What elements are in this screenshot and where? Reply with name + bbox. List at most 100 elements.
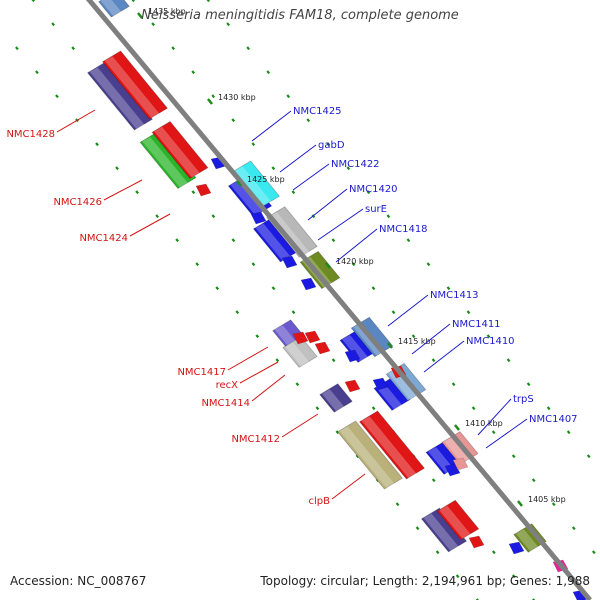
- tick-mark: [255, 334, 260, 339]
- tick-mark: [395, 502, 400, 507]
- gene-box: [266, 206, 318, 258]
- tick-mark: [175, 238, 180, 243]
- tick-mark: [131, 0, 135, 3]
- tick-mark: [211, 94, 216, 99]
- tick-mark: [266, 70, 271, 75]
- major-tick: [325, 262, 331, 269]
- gene-box: [139, 130, 197, 190]
- major-tick: [236, 180, 242, 187]
- tick-mark: [532, 598, 536, 600]
- gene-label-plus: NMC1411: [452, 319, 501, 330]
- leader-line: [317, 208, 364, 241]
- gene-box-highlight: [423, 513, 459, 551]
- gene-arrow: [314, 341, 331, 355]
- tick-mark: [55, 94, 59, 99]
- gene-box-highlight: [104, 56, 160, 118]
- tick-mark: [551, 502, 556, 507]
- gene-labels: NMC1428NMC1426NMC1424NMC1417recXNMC1414N…: [6, 106, 577, 507]
- leader-line: [103, 179, 143, 201]
- leader-line: [423, 340, 465, 373]
- gene-box-highlight: [361, 416, 417, 478]
- map-title: Neisseria meningitidis FAM18, complete g…: [141, 8, 459, 23]
- gene-features: [86, 0, 589, 600]
- tick-mark: [71, 46, 76, 51]
- major-tick: [387, 342, 393, 349]
- leader-line: [411, 323, 451, 355]
- gene-label-plus: trpS: [513, 394, 534, 405]
- tick-mark: [51, 22, 55, 27]
- gene-box: [513, 523, 547, 553]
- tick-mark: [331, 238, 336, 243]
- leader-line: [251, 110, 292, 142]
- tick-mark: [271, 286, 276, 291]
- tick-mark: [235, 310, 240, 315]
- tick-mark: [191, 190, 196, 195]
- leader-line: [292, 163, 330, 191]
- gene-label-minus: NMC1414: [201, 398, 250, 409]
- gene-box-highlight: [154, 126, 200, 178]
- tick-mark: [426, 262, 431, 267]
- tick-mark: [155, 214, 159, 219]
- scale-label: 1405 kbp: [528, 495, 566, 504]
- tick-mark: [151, 22, 155, 27]
- tick-mark: [406, 238, 411, 243]
- tick-mark: [391, 310, 396, 315]
- tick-mark: [566, 430, 571, 435]
- scale-label: 1430 kbp: [218, 93, 256, 102]
- tick-mark: [451, 382, 456, 387]
- gene-box: [299, 250, 341, 290]
- gene-label-minus: recX: [216, 380, 239, 391]
- tick-mark: [371, 406, 376, 411]
- tick-mark: [195, 262, 200, 267]
- gene-arrow: [444, 463, 461, 477]
- gene-arrow: [250, 211, 267, 225]
- leader-line: [251, 374, 286, 402]
- gene-box: [436, 499, 480, 541]
- gene-label-plus: NMC1413: [430, 290, 479, 301]
- gene-box-highlight: [268, 212, 310, 257]
- scale-label: 1410 kbp: [465, 419, 503, 428]
- leader-line: [239, 361, 279, 384]
- tick-mark: [335, 430, 340, 435]
- tick-mark: [251, 142, 256, 147]
- leader-line: [227, 346, 269, 371]
- tick-mark: [492, 550, 496, 555]
- scale-label: 1420 kbp: [336, 257, 374, 266]
- tick-mark: [435, 550, 440, 555]
- tick-mark: [455, 574, 460, 579]
- leader-line: [477, 398, 512, 436]
- gene-label-plus: NMC1418: [379, 224, 428, 235]
- tick-mark: [211, 214, 216, 219]
- gene-box-highlight: [439, 505, 471, 539]
- tick-mark: [431, 358, 436, 363]
- tick-mark: [95, 142, 99, 147]
- tick-mark: [546, 406, 551, 411]
- tick-mark: [466, 310, 471, 315]
- gene-label-plus: NMC1420: [349, 184, 398, 195]
- gene-label-plus: NMC1422: [331, 159, 380, 170]
- gene-box-highlight: [376, 383, 402, 410]
- gene-box-highlight: [339, 426, 395, 488]
- gene-arrow: [344, 379, 361, 393]
- major-tick: [517, 500, 523, 507]
- gene-label-minus: clpB: [309, 496, 331, 507]
- gene-arrow: [452, 457, 469, 471]
- gene-label-plus: surE: [365, 204, 387, 215]
- major-tick: [137, 12, 143, 19]
- leader-line: [331, 473, 366, 500]
- gene-box-highlight: [230, 180, 264, 216]
- tick-mark: [346, 166, 351, 171]
- gene-box-highlight: [100, 0, 122, 17]
- scale-label: 1415 kbp: [398, 337, 436, 346]
- gene-box: [101, 50, 169, 120]
- tick-mark: [291, 190, 296, 195]
- gene-box-highlight: [142, 136, 188, 188]
- major-tick: [207, 98, 213, 105]
- tick-mark: [526, 382, 531, 387]
- gene-arrow: [372, 377, 389, 391]
- genome-summary: Topology: circular; Length: 2,194,961 bp…: [260, 574, 590, 588]
- tick-mark: [115, 166, 119, 171]
